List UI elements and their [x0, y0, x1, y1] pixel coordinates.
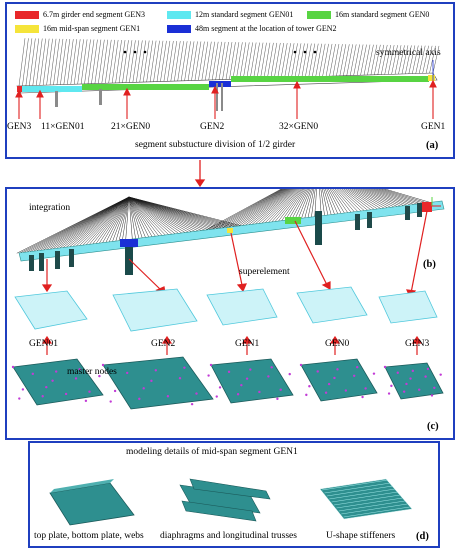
master-node-row — [12, 356, 444, 410]
superelement-5 — [378, 290, 438, 324]
panel-d-letter: (d) — [416, 531, 429, 542]
master-segment-gen3 — [384, 362, 444, 400]
seg-label-gen3: GEN3 — [7, 122, 32, 132]
master-node-markers — [11, 363, 442, 406]
master-segment-gen0 — [300, 358, 378, 402]
cable-fan-b — [16, 189, 431, 254]
master-label-gen01: GEN01 — [29, 339, 59, 349]
master-label-gen2: GEN2 — [151, 339, 176, 349]
symmetrical-axis-label: symmetrical axis — [376, 48, 441, 58]
master-segment-gen01 — [12, 358, 104, 406]
superelement-4 — [296, 286, 368, 324]
superelement-1 — [14, 290, 88, 330]
legend-item-gen1: 16m mid-span segment GEN1 — [15, 24, 140, 33]
legend-item-gen3: 6.7m girder end segment GEN3 — [15, 10, 145, 19]
master-segment-gen1 — [210, 358, 294, 404]
master-label-gen0: GEN0 — [325, 339, 350, 349]
panel-bc: integration superelement (b) GEN01 GEN2 … — [5, 187, 455, 440]
integration-label: integration — [29, 203, 71, 213]
legend-swatch-gen3 — [15, 10, 39, 19]
panel-a-letter: (a) — [426, 140, 439, 151]
legend-swatch-gen2 — [167, 24, 191, 33]
caption-plates: top plate, bottom plate, webs — [34, 531, 144, 541]
panel-c-letter: (c) — [427, 421, 439, 432]
tower-left-base — [120, 239, 138, 247]
deck-seg-gen1 — [428, 75, 435, 81]
panel-d-title: modeling details of mid-span segment GEN… — [126, 447, 298, 457]
legend-swatch-gen0 — [307, 10, 331, 19]
legend-swatch-gen01 — [167, 10, 191, 19]
mid-span-marker — [227, 228, 233, 233]
deck-seg-gen0-right — [231, 76, 429, 82]
pier-2 — [99, 89, 102, 105]
panel-d: modeling details of mid-span segment GEN… — [28, 441, 440, 548]
half-girder-drawing — [15, 38, 440, 119]
legend-label-gen0: 16m standard segment GEN0 — [335, 10, 430, 19]
master-nodes-label: master nodes — [67, 367, 117, 377]
gen1-detail-drawing — [49, 478, 413, 526]
full-bridge-drawing — [11, 189, 445, 410]
master-label-gen1: GEN1 — [235, 339, 260, 349]
panel-b-letter: (b) — [423, 259, 436, 270]
gen1-plates — [49, 482, 135, 526]
deck-seg-gen01 — [22, 86, 82, 92]
gen1-stiffeners — [319, 478, 413, 520]
legend-label-gen1: 16m mid-span segment GEN1 — [43, 24, 141, 33]
legend-label-gen3: 6.7m girder end segment GEN3 — [43, 10, 145, 19]
seg-label-gen0-left: 21×GEN0 — [111, 122, 151, 132]
deck-end-marker — [422, 202, 432, 212]
master-segment-gen2 — [102, 356, 214, 410]
stiffener-lines — [321, 479, 410, 518]
pier-1 — [55, 91, 58, 107]
panel-a: 6.7m girder end segment GEN3 12m standar… — [5, 2, 455, 159]
tower-leg-2 — [221, 83, 223, 111]
tower-leg — [216, 83, 218, 111]
seg-label-gen2: GEN2 — [200, 122, 225, 132]
seg-label-gen1: GEN1 — [421, 122, 446, 132]
legend-label-gen2: 48m segment at the location of tower GEN… — [195, 24, 337, 33]
gen1-trusses — [179, 478, 271, 522]
caption-trusses: diaphragms and longitudinal trusses — [160, 531, 297, 541]
legend-item-gen0: 16m standard segment GEN0 — [307, 10, 429, 19]
seg-label-gen01: 11×GEN01 — [41, 122, 85, 132]
legend-item-gen2: 48m segment at the location of tower GEN… — [167, 24, 337, 33]
tower-right — [315, 211, 322, 245]
superelement-3 — [206, 288, 278, 326]
tower-right-base — [285, 217, 301, 224]
deck-seg-gen0-left — [82, 84, 209, 90]
legend-item-gen01: 12m standard segment GEN01 — [167, 10, 293, 19]
superelement-row — [14, 286, 438, 332]
superelement-label: superelement — [239, 267, 290, 277]
tower-left — [125, 245, 133, 275]
panel-a-caption: segment substucture division of 1/2 gird… — [135, 140, 296, 150]
legend-swatch-gen1 — [15, 24, 39, 33]
legend-label-gen01: 12m standard segment GEN01 — [195, 10, 294, 19]
seg-label-gen0-right: 32×GEN0 — [279, 122, 319, 132]
deck-seg-gen2 — [209, 81, 231, 87]
deck-seg-gen3 — [17, 86, 22, 92]
cable-fan-a — [18, 38, 440, 86]
caption-stiffeners: U-shape stiffeners — [326, 531, 396, 541]
gen1-plates-top — [50, 479, 114, 493]
master-label-gen3: GEN3 — [405, 339, 430, 349]
superelement-2 — [112, 288, 198, 332]
